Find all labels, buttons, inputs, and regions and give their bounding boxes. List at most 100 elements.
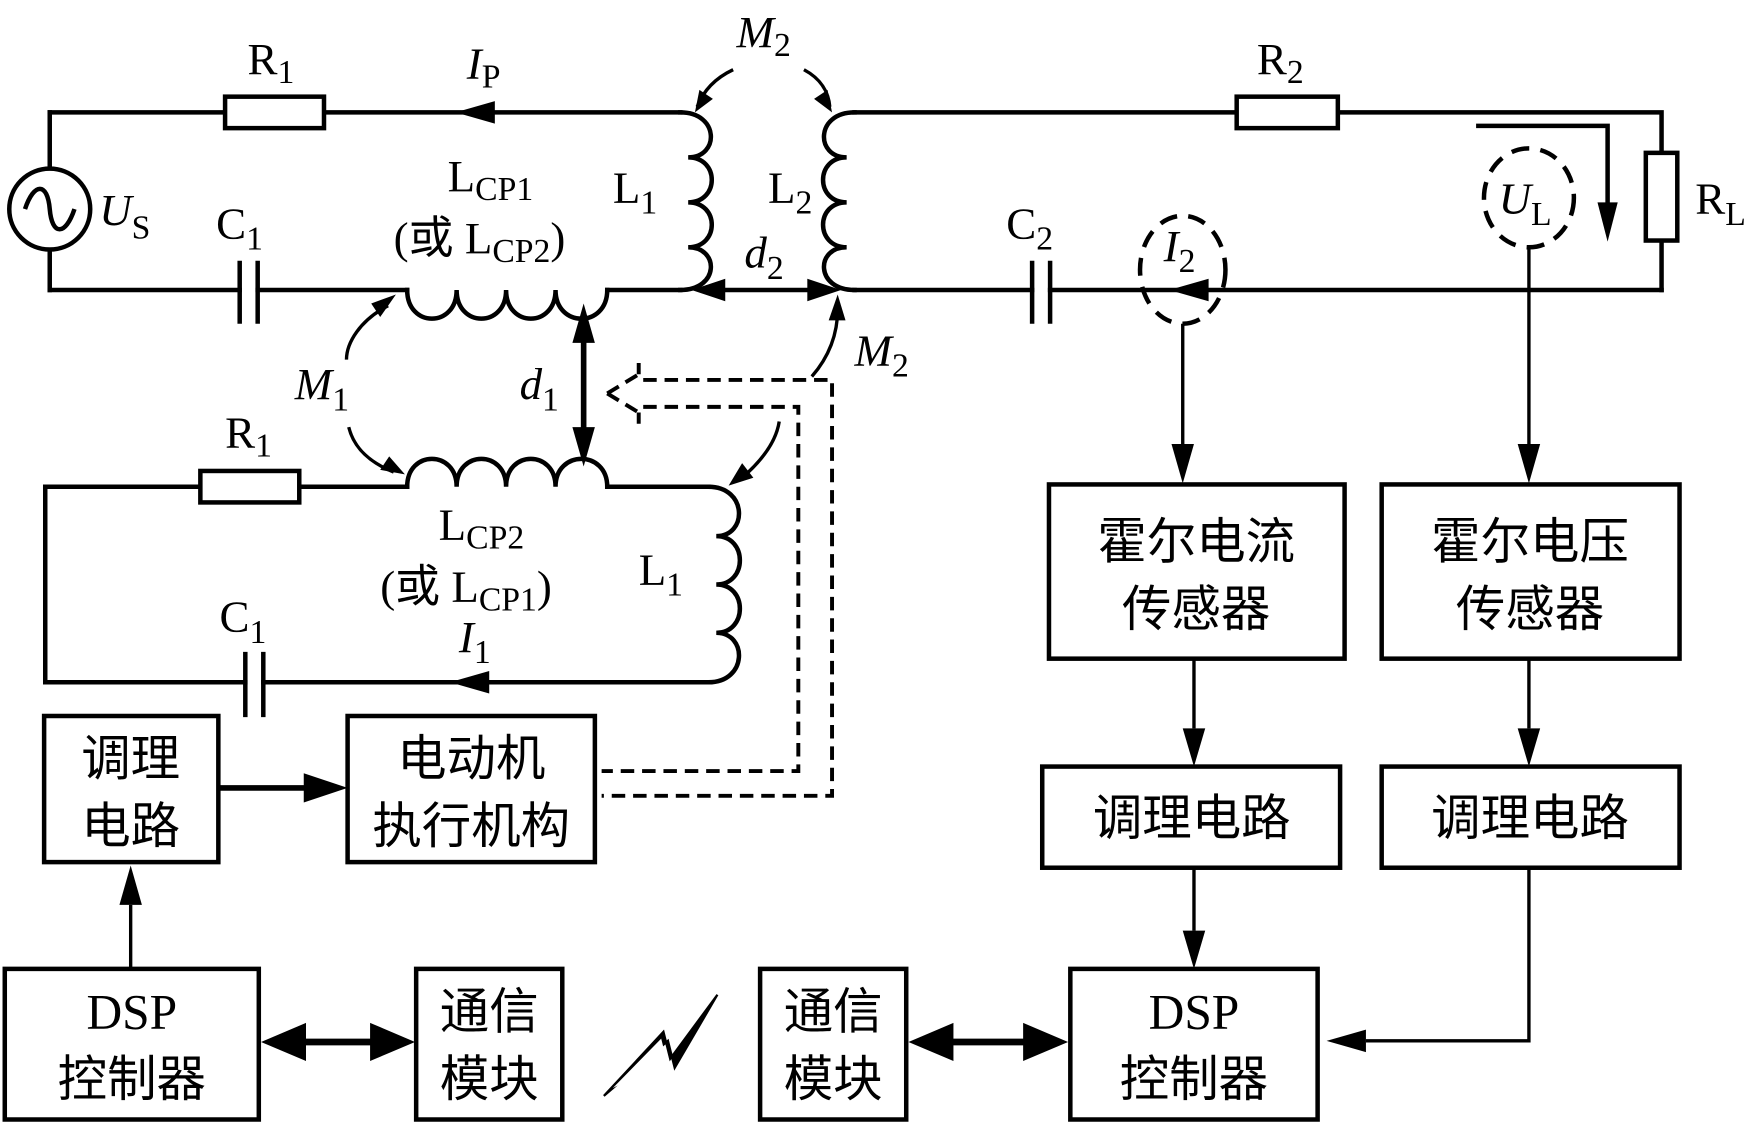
resistor-r1 xyxy=(222,94,327,131)
coupling-coil-lcp2 xyxy=(404,456,610,489)
secondary-top-wire xyxy=(852,110,1664,293)
label-m1: M1 xyxy=(294,359,349,418)
label-c1-aux: C1 xyxy=(219,592,266,651)
block-cond-voltage: 调理电路 xyxy=(1379,764,1682,870)
coil-l1-aux xyxy=(706,484,742,685)
hall-voltage-line1: 霍尔电压 xyxy=(1431,513,1629,571)
cond-left-line1: 调理 xyxy=(81,730,180,788)
label-c1-top: C1 xyxy=(216,198,263,257)
arrow-to-hall-voltage xyxy=(1517,443,1541,484)
arrow-to-cond-left xyxy=(119,865,142,905)
arrow-voltage-to-dsp-right xyxy=(1326,1029,1366,1053)
coupling-coil-lcp1 xyxy=(404,287,610,321)
aux-left-wire xyxy=(42,484,711,685)
current-arrow-ip xyxy=(455,101,495,124)
d2-arrow-right-head xyxy=(807,278,842,302)
m2-side-bottom-head xyxy=(728,463,754,486)
resistor-r2 xyxy=(1234,94,1341,131)
label-lcp2: LCP2 xyxy=(439,500,525,557)
label-m2-side: M2 xyxy=(854,325,909,384)
arrow-to-dsp-right xyxy=(1182,930,1206,969)
ac-source-icon xyxy=(7,166,93,252)
block-hall-voltage: 霍尔电压 传感器 xyxy=(1379,482,1682,661)
cond-left-line2: 电路 xyxy=(81,797,180,855)
primary-circuit xyxy=(7,94,714,324)
voltage-arrow-ul-head xyxy=(1597,202,1618,242)
arrow-to-cond-voltage xyxy=(1517,728,1541,767)
motor-line2: 执行机构 xyxy=(372,797,570,855)
arrow-to-motor xyxy=(303,773,348,803)
cond-current-label: 调理电路 xyxy=(1093,789,1291,847)
label-i1: I1 xyxy=(458,612,491,671)
label-d1: d1 xyxy=(520,359,559,418)
arrow-to-cond-current xyxy=(1182,728,1206,767)
mutual-arc-m2-side xyxy=(741,309,840,479)
block-comm-right: 通信 模块 xyxy=(757,966,909,1122)
block-dsp-right: DSP 控制器 xyxy=(1068,966,1320,1122)
label-l1-aux: L1 xyxy=(639,544,683,603)
mechanical-link-dashed xyxy=(601,363,835,798)
comm-left-line2: 模块 xyxy=(440,1050,539,1108)
block-comm-left: 通信 模块 xyxy=(413,966,565,1122)
mutual-arc-m1 xyxy=(344,304,395,474)
m2-top-left-head xyxy=(694,89,713,113)
block-dsp-left: DSP 控制器 xyxy=(2,966,262,1122)
m2-top-right-head xyxy=(814,89,833,113)
label-m2-top: M2 xyxy=(736,7,791,64)
block-cond-left: 调理 电路 xyxy=(41,713,221,865)
mutual-arc-m2-top xyxy=(695,68,832,108)
block-cond-current: 调理电路 xyxy=(1039,764,1343,870)
motor-line1: 电动机 xyxy=(397,730,545,788)
label-i2: I2 xyxy=(1163,221,1196,280)
m2-side-top-head xyxy=(828,294,846,321)
label-r1-aux: R1 xyxy=(225,407,272,464)
auxiliary-circuit xyxy=(42,456,742,718)
comm-right-line2: 模块 xyxy=(784,1050,883,1108)
label-us: US xyxy=(99,185,150,246)
comm-right-line1: 通信 xyxy=(784,982,883,1040)
m1-bottom-head xyxy=(380,456,405,475)
capacitor-c1-aux xyxy=(243,651,266,718)
coil-l1-primary xyxy=(678,110,714,293)
label-lcp1: LCP1 xyxy=(448,151,534,208)
resistor-rl xyxy=(1643,150,1680,243)
label-l2: L2 xyxy=(768,162,812,221)
d1-arrow-down-head xyxy=(572,427,595,467)
label-c2: C2 xyxy=(1006,198,1053,257)
m1-top-head xyxy=(371,294,396,317)
label-lcp2-alt: (或 LCP1) xyxy=(380,561,552,618)
label-ul: UL xyxy=(1499,174,1552,233)
hall-current-line1: 霍尔电流 xyxy=(1097,513,1295,571)
dsp-right-line2: 控制器 xyxy=(1120,1050,1268,1108)
comm-left-line1: 通信 xyxy=(440,982,539,1040)
link-right-head-b xyxy=(1023,1022,1069,1062)
label-d2: d2 xyxy=(744,228,783,287)
dsp-left-line2: 控制器 xyxy=(58,1050,206,1108)
link-left-head-a xyxy=(261,1022,307,1062)
label-rl: RL xyxy=(1695,174,1746,233)
capacitor-c1 xyxy=(237,260,260,324)
label-r1: R1 xyxy=(248,34,295,91)
link-right-head-a xyxy=(908,1022,954,1062)
capacitor-c2 xyxy=(1029,260,1053,324)
current-arrow-i1 xyxy=(449,671,490,694)
voltage-arrow-ul-line xyxy=(1476,123,1610,205)
hall-current-line2: 传感器 xyxy=(1122,580,1270,638)
label-ip: IP xyxy=(466,39,501,96)
label-lcp1-alt: (或 LCP2) xyxy=(394,213,566,270)
d2-arrow-left-head xyxy=(691,278,726,302)
block-hall-current: 霍尔电流 传感器 xyxy=(1046,482,1347,661)
block-motor: 电动机 执行机构 xyxy=(345,713,598,865)
d1-arrow-up-head xyxy=(572,303,595,343)
dsp-left-line1: DSP xyxy=(86,984,177,1039)
wire-cond-voltage-to-dsp xyxy=(1365,867,1531,1043)
label-l1-primary: L1 xyxy=(613,162,657,221)
hall-voltage-line2: 传感器 xyxy=(1456,580,1604,638)
current-arrow-i2 xyxy=(1169,278,1209,302)
link-left-head-b xyxy=(370,1022,416,1062)
label-r2: R2 xyxy=(1257,34,1304,91)
resistor-r1-aux xyxy=(198,468,302,505)
coil-l2-secondary xyxy=(820,110,857,293)
dsp-right-line1: DSP xyxy=(1149,984,1240,1039)
